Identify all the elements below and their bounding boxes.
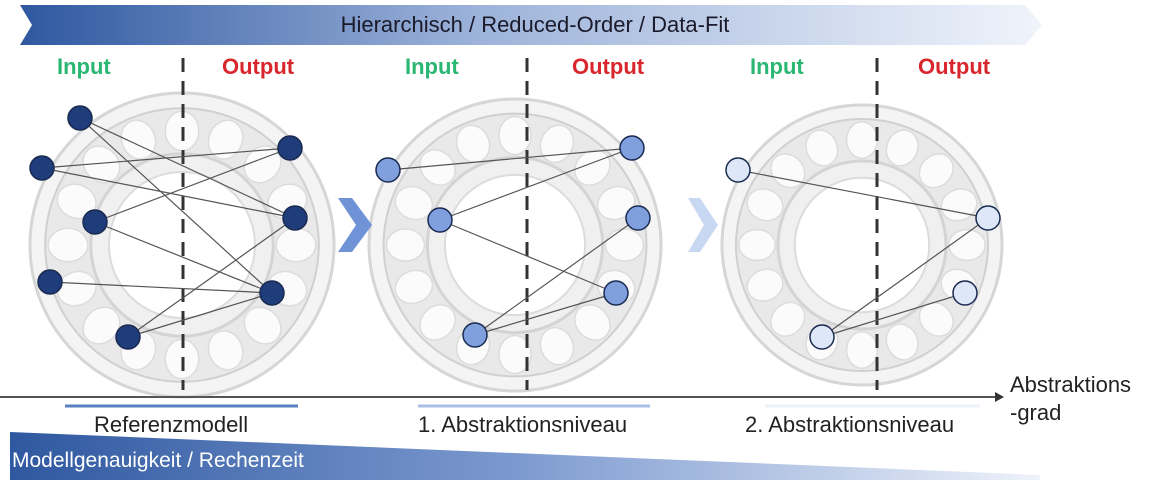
banner-title: Hierarchisch / Reduced-Order / Data-Fit xyxy=(340,12,730,37)
bearing-ball xyxy=(845,331,879,369)
bearing-ball xyxy=(805,129,839,167)
network-edge xyxy=(439,219,617,294)
output-node xyxy=(975,205,1001,231)
bearing-ball xyxy=(918,153,954,189)
axis-label-line1: Abstraktions xyxy=(1010,372,1132,397)
network-edge xyxy=(79,117,273,294)
network-edge xyxy=(79,117,296,219)
bearing-ball xyxy=(498,115,532,156)
bearing-bore xyxy=(443,173,587,317)
output-label: Output xyxy=(222,54,295,79)
bearing-ball xyxy=(885,323,919,361)
input-node xyxy=(462,322,488,348)
bearing-ball xyxy=(539,326,575,366)
bearing-ball xyxy=(574,304,611,341)
bearing-ball xyxy=(207,330,244,371)
bearing-ball xyxy=(207,119,244,160)
bearing-ball xyxy=(885,129,919,167)
bearing-ball xyxy=(56,270,97,307)
input-node xyxy=(29,155,55,181)
caption-reference-model: Referenzmodell xyxy=(94,412,249,437)
network-edge xyxy=(474,292,617,336)
input-node xyxy=(725,157,751,183)
axis-label-line2: -grad xyxy=(1010,400,1062,425)
bearing-ball xyxy=(596,185,636,221)
bearing-ball xyxy=(770,153,806,189)
input-node xyxy=(37,269,63,295)
input-label: Input xyxy=(405,54,459,79)
network-edge xyxy=(821,292,966,338)
caption-level-1: 1. Abstraktionsniveau xyxy=(418,412,628,437)
bearing-ball xyxy=(385,228,426,262)
network-edge xyxy=(127,292,273,338)
input-node xyxy=(427,207,453,233)
bearing-ball xyxy=(419,304,456,341)
output-label: Output xyxy=(918,54,991,79)
output-node xyxy=(619,135,645,161)
network-edge xyxy=(127,217,296,338)
bearing-ball xyxy=(845,121,879,159)
network-edge xyxy=(94,221,273,294)
bearing-ball xyxy=(394,185,434,221)
banner-arrow xyxy=(20,5,1042,45)
bearing-ball xyxy=(574,149,611,186)
network-edge xyxy=(94,147,291,223)
network-edge xyxy=(41,167,296,219)
caption-level-2: 2. Abstraktionsniveau xyxy=(745,412,955,437)
input-node xyxy=(115,324,141,350)
bearing-ball xyxy=(940,188,978,222)
wedge-label: Modellgenauigkeit / Rechenzeit xyxy=(12,449,304,472)
bearing-ball xyxy=(738,228,776,262)
output-node xyxy=(259,280,285,306)
network-edge xyxy=(439,147,633,221)
bearing-ball xyxy=(275,227,317,263)
input-node xyxy=(67,105,93,131)
network-edge xyxy=(821,217,989,338)
bearing-ball xyxy=(82,306,121,345)
chevron-icon xyxy=(688,198,718,252)
bearing-ball xyxy=(419,149,456,186)
bearing-ball xyxy=(770,301,806,337)
bearing-ball xyxy=(47,227,89,263)
network-edge xyxy=(474,217,639,336)
input-node xyxy=(375,157,401,183)
input-label: Input xyxy=(750,54,804,79)
bearing-ball xyxy=(394,269,434,305)
bearing-ball xyxy=(604,228,645,262)
output-node xyxy=(952,280,978,306)
bearing-ball xyxy=(746,268,784,302)
network-edge xyxy=(387,147,633,171)
axis-arrowhead xyxy=(995,392,1004,402)
bearing-ball xyxy=(498,334,532,375)
input-node xyxy=(82,209,108,235)
output-node xyxy=(603,280,629,306)
bearing-bore xyxy=(793,176,931,314)
bearing-ball xyxy=(948,228,986,262)
input-node xyxy=(809,324,835,350)
bearing-ball xyxy=(746,188,784,222)
output-label: Output xyxy=(572,54,645,79)
input-label: Input xyxy=(57,54,111,79)
wedge-shape xyxy=(10,432,1040,480)
bearing-ball xyxy=(539,124,575,164)
output-node xyxy=(277,135,303,161)
network-edge xyxy=(49,281,273,294)
bearing-ball xyxy=(82,145,121,184)
output-node xyxy=(625,205,651,231)
chevron-icon xyxy=(338,198,372,252)
bearing-ball xyxy=(56,183,97,220)
network-edge xyxy=(737,169,989,219)
output-node xyxy=(282,205,308,231)
bearing-ball xyxy=(243,306,282,345)
